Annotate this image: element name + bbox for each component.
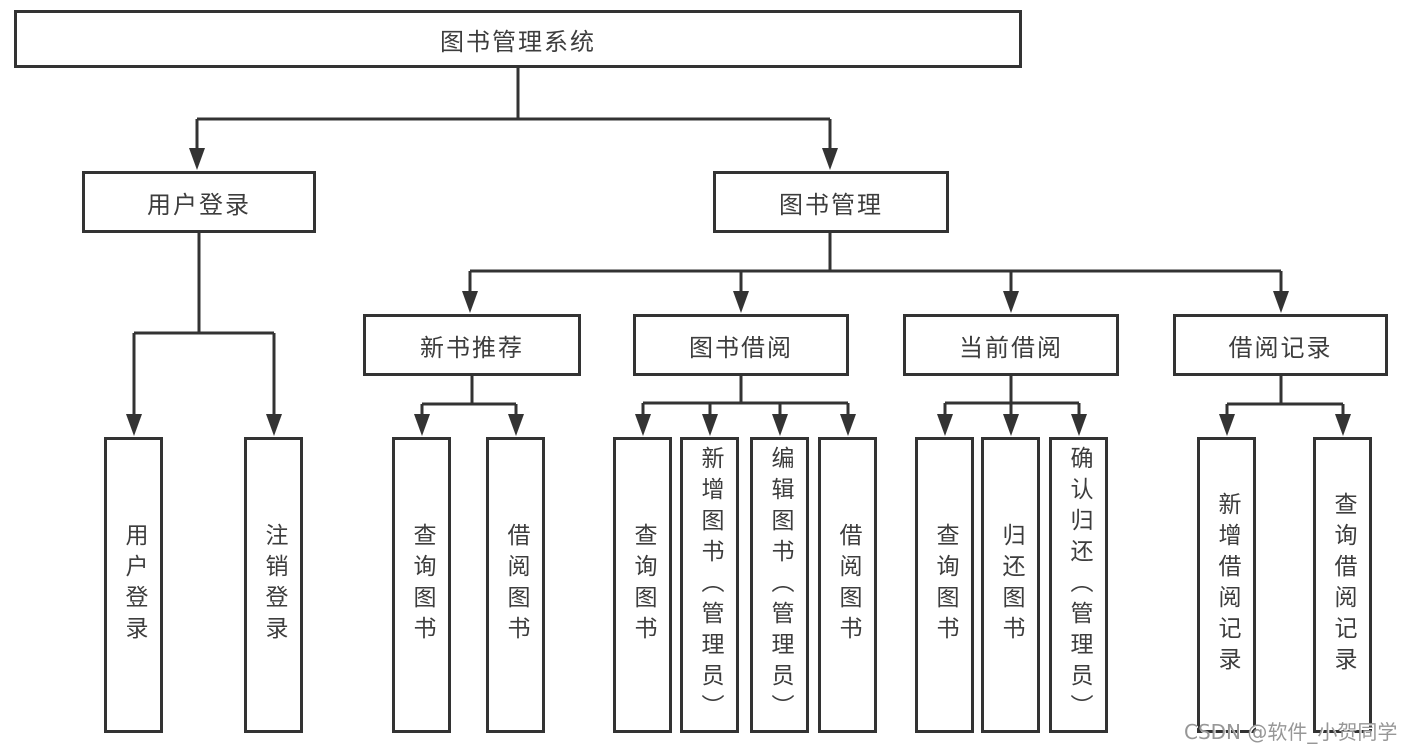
leaf-edit-book-admin: 编辑图书（管理员） [750,437,809,733]
leaf-label: 归还图书 [998,523,1024,647]
leaf-add-book-admin: 新增图书（管理员） [680,437,739,733]
leaf-label: 新增图书（管理员） [697,445,723,725]
leaf-add-borrow-record: 新增借阅记录 [1197,437,1256,733]
node-label: 图书管理 [779,190,883,219]
node-label: 借阅记录 [1228,333,1333,362]
leaf-label: 借阅图书 [835,523,861,647]
node-label: 新书推荐 [420,333,524,362]
leaf-label: 注销登录 [261,523,287,647]
leaf-label: 编辑图书（管理员） [767,445,793,725]
leaf-confirm-return-admin: 确认归还（管理员） [1049,437,1108,733]
leaf-label: 确认归还（管理员） [1066,445,1092,725]
node-library-management-system: 图书管理系统 [14,10,1022,68]
leaf-label: 新增借阅记录 [1214,492,1240,678]
node-book-management: 图书管理 [713,171,949,233]
node-current-borrowing: 当前借阅 [903,314,1119,376]
leaf-query-books-current: 查询图书 [915,437,974,733]
leaf-label: 用户登录 [121,523,147,647]
node-user-login: 用户登录 [82,171,316,233]
leaf-query-books-recommend: 查询图书 [392,437,451,733]
node-book-borrowing: 图书借阅 [633,314,849,376]
leaf-user-login: 用户登录 [104,437,163,733]
leaf-query-borrow-record: 查询借阅记录 [1313,437,1372,733]
leaf-label: 借阅图书 [503,523,529,647]
leaf-label: 查询借阅记录 [1330,492,1356,678]
leaf-borrow-books-recommend: 借阅图书 [486,437,545,733]
node-label: 用户登录 [147,190,251,219]
leaf-label: 查询图书 [932,523,958,647]
csdn-watermark: CSDN @软件_小贺同学 [1184,720,1398,744]
leaf-query-books-borrow: 查询图书 [613,437,672,733]
leaf-label: 查询图书 [409,523,435,647]
node-label: 当前借阅 [959,333,1063,362]
leaf-borrow-books: 借阅图书 [818,437,877,733]
node-label: 图书管理系统 [440,27,596,56]
leaf-logout: 注销登录 [244,437,303,733]
leaf-label: 查询图书 [630,523,656,647]
node-label: 图书借阅 [689,333,793,362]
node-borrowing-records: 借阅记录 [1173,314,1388,376]
node-new-book-recommendation: 新书推荐 [363,314,581,376]
leaf-return-book: 归还图书 [981,437,1040,733]
